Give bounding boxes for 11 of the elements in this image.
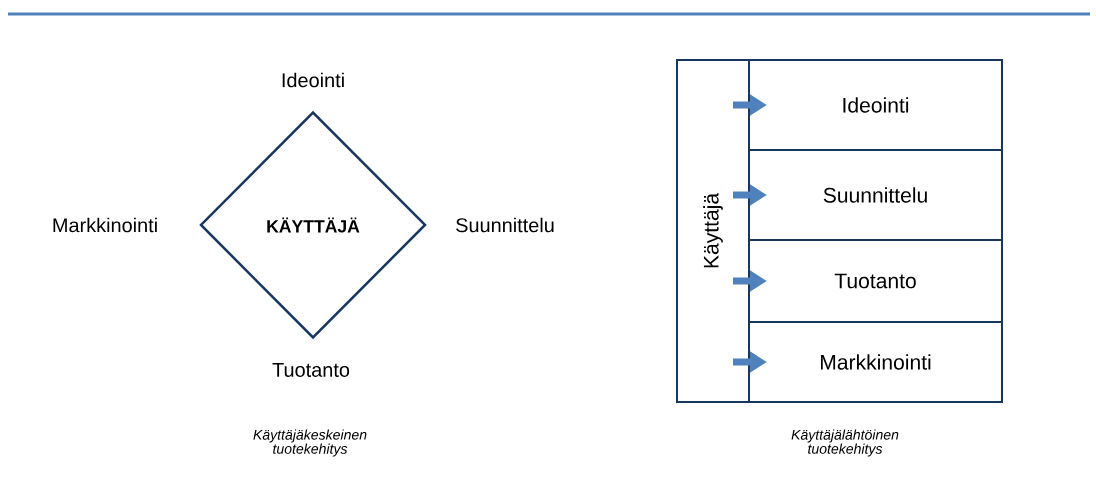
phase-label: Markkinointi xyxy=(53,217,157,233)
caption: Käyttäjälähtöinen tuotekehitys xyxy=(791,429,899,457)
caption: Käyttäjäkeskeinen tuotekehitys xyxy=(253,429,367,457)
phase-box: Ideointi xyxy=(748,59,1003,151)
phase-label: Ideointi xyxy=(282,72,344,88)
phase-box: Markkinointi xyxy=(748,321,1003,403)
phase-box: Suunnittelu xyxy=(748,149,1003,241)
phase-label: Tuotanto xyxy=(272,363,350,377)
user-column: Käyttäjä xyxy=(676,59,750,403)
phase-box: Tuotanto xyxy=(748,239,1003,323)
phase-label: Suunnittelu xyxy=(456,217,554,233)
